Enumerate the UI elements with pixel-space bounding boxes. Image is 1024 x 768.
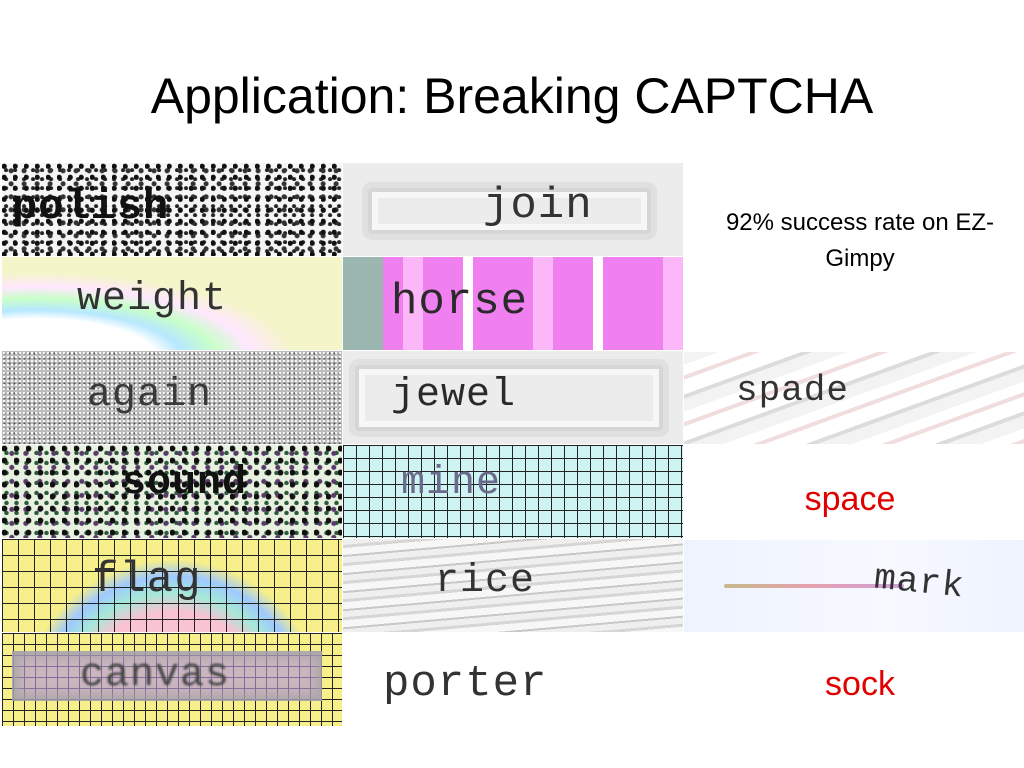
captcha-word: jewel: [391, 373, 517, 418]
captcha-image-horse: horse: [343, 257, 683, 350]
answer-space: space: [804, 480, 896, 518]
captcha-word: join: [483, 181, 593, 231]
captcha-word: mark: [872, 557, 967, 608]
captcha-word: polish: [12, 183, 170, 231]
success-rate-text: 92% success rate on EZ-Gimpy: [725, 209, 995, 272]
captcha-word: sound: [122, 461, 248, 506]
captcha-word: porter: [383, 659, 548, 709]
captcha-image-weight: weight: [2, 257, 342, 350]
captcha-image-mark: mark: [684, 540, 1024, 632]
captcha-word: rice: [435, 559, 536, 604]
captcha-image-again: again: [2, 351, 342, 444]
captcha-word: mine: [401, 461, 502, 506]
captcha-word: again: [87, 373, 213, 418]
captcha-image-mine: mine: [343, 445, 683, 538]
captcha-image-porter: porter: [343, 633, 683, 726]
captcha-image-join: join: [343, 163, 683, 256]
captcha-image-flag: flag: [2, 539, 342, 632]
captcha-image-canvas: canvas: [2, 633, 342, 726]
answer-sock: sock: [825, 665, 895, 703]
captcha-image-jewel: jewel: [343, 351, 683, 444]
captcha-word: canvas: [80, 653, 231, 698]
captcha-image-polish: polish: [2, 163, 342, 256]
captcha-word: flag: [92, 555, 202, 605]
captcha-image-sound: sound: [2, 445, 342, 538]
captcha-image-rice: rice: [343, 539, 683, 632]
captcha-word: weight: [77, 277, 228, 322]
captcha-word: spade: [736, 370, 850, 411]
captcha-image-spade: spade: [684, 352, 1024, 444]
slide-title: Application: Breaking CAPTCHA: [150, 68, 874, 124]
captcha-word: horse: [391, 277, 529, 327]
